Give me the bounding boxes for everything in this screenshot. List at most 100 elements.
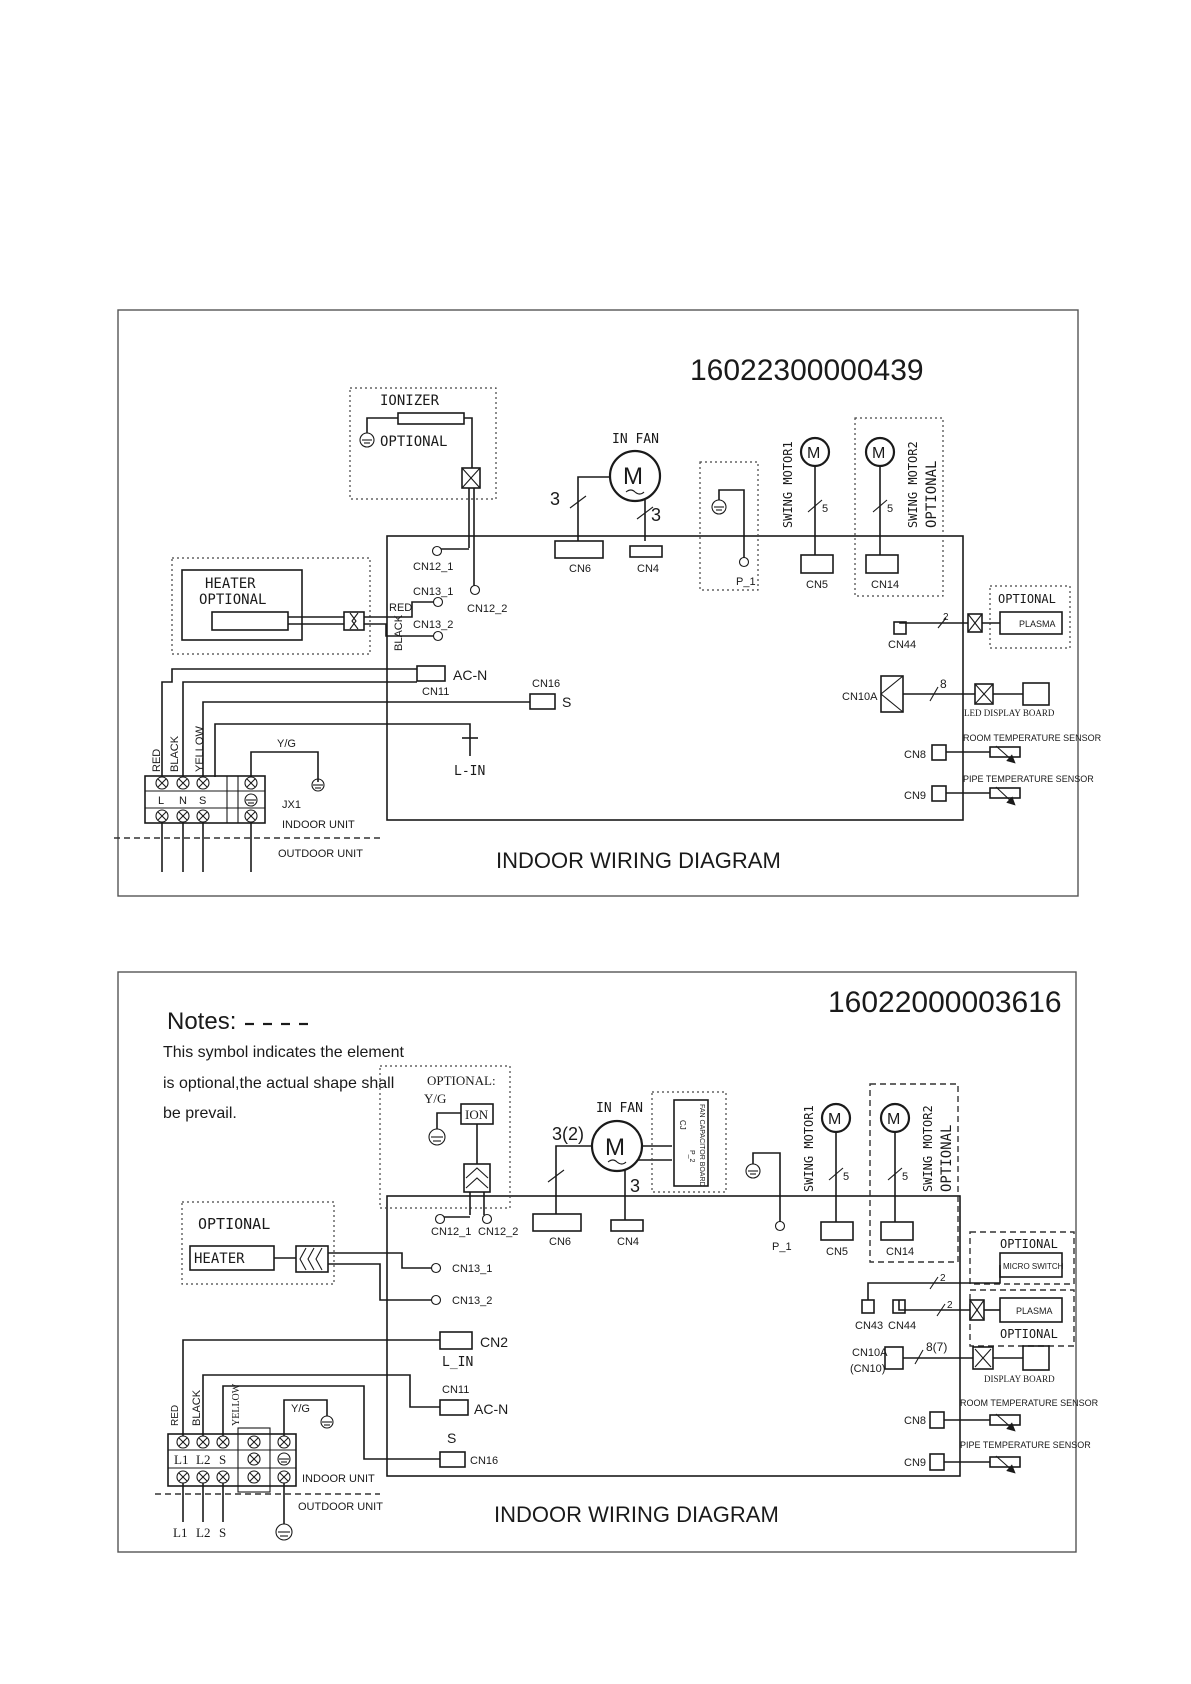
outdoor-l2: L2 xyxy=(196,1525,210,1540)
room-sensor-label: ROOM TEMPERATURE SENSOR xyxy=(960,1398,1099,1408)
terminal-s: S xyxy=(219,1452,226,1467)
svg-text:CJ: CJ xyxy=(678,1120,687,1130)
notes-line-2: is optional,the actual shape shall xyxy=(163,1075,394,1092)
diagram-1-frame xyxy=(117,309,1079,897)
cn12-2-label: CN12_2 xyxy=(478,1226,518,1238)
fan-wire-count-left: 3(2) xyxy=(552,1124,584,1144)
ionizer-label: IONIZER xyxy=(380,393,440,409)
pcb-board-2 xyxy=(386,1195,961,1477)
notes-line-3: be prevail. xyxy=(163,1105,237,1122)
swing-motor-2-group: M 5 SWING MOTOR2 OPTIONAL CN14 xyxy=(869,1083,959,1263)
svg-text:8(7): 8(7) xyxy=(926,1340,947,1354)
terminal-l1: L1 xyxy=(174,1452,188,1467)
diagram-2-frame xyxy=(117,971,1077,1553)
cn11-label: CN11 xyxy=(442,1384,469,1396)
ground-icon xyxy=(275,1523,293,1541)
diagram-1-title: INDOOR WIRING DIAGRAM xyxy=(496,848,781,873)
wire-red-label: RED xyxy=(389,602,412,614)
cn14-label: CN14 xyxy=(886,1246,914,1258)
wire-yellow-label: YELLOW xyxy=(194,726,206,772)
swing-optional-label: OPTIONAL xyxy=(939,1125,955,1192)
ground-icon xyxy=(320,1415,334,1429)
cn4-connector xyxy=(610,1219,644,1232)
ion-yg-label: Y/G xyxy=(424,1091,446,1106)
cn11-label: CN11 xyxy=(422,686,449,698)
heater-connector xyxy=(343,611,365,631)
cn4-connector xyxy=(629,545,663,558)
swing-motor-1-group: M 5 SWING MOTOR1 CN5 xyxy=(802,1102,854,1258)
cn16-connector xyxy=(529,693,556,710)
diagram-2-title: INDOOR WIRING DIAGRAM xyxy=(494,1502,779,1527)
in-fan-label: IN FAN xyxy=(596,1101,643,1116)
plasma-optional-label: OPTIONAL xyxy=(1000,1327,1058,1341)
heater-label: HEATER xyxy=(205,576,256,592)
svg-text:5: 5 xyxy=(843,1171,849,1183)
cn5-label: CN5 xyxy=(826,1246,848,1258)
cn43-label: CN43 xyxy=(855,1320,883,1332)
terminal-n: N xyxy=(179,795,187,807)
diagram-2-code: 16022000003616 xyxy=(828,986,1062,1019)
ground-icon xyxy=(311,778,325,792)
outdoor-s: S xyxy=(219,1525,226,1540)
fan-wire-count-right: 3 xyxy=(651,505,661,525)
swing-motor1-label: SWING MOTOR1 xyxy=(802,1105,816,1192)
cn13-1-label: CN13_1 xyxy=(413,586,453,598)
in-fan-motor-1: IN FAN M 3 3 xyxy=(550,432,662,541)
cn11-connector xyxy=(439,1399,469,1416)
micro-switch-group: OPTIONAL MICRO SWITCH xyxy=(969,1231,1075,1285)
notes-line-1: This symbol indicates the element xyxy=(163,1044,405,1061)
svg-text:5: 5 xyxy=(887,503,893,515)
swing-motor-1-group: M 5 SWING MOTOR1 CN5 xyxy=(781,436,834,591)
wire-red-label: RED xyxy=(170,1405,181,1426)
cn11-connector xyxy=(416,665,446,682)
cn4-label: CN4 xyxy=(637,563,659,575)
wire-black-label: BLACK xyxy=(393,614,405,651)
cn44-label: CN44 xyxy=(888,639,916,651)
ground-icon xyxy=(244,793,258,807)
notes-title: Notes: xyxy=(167,1008,236,1035)
wire-red-label: RED xyxy=(151,749,163,772)
display-board-label: DISPLAY BOARD xyxy=(984,1374,1055,1384)
wire-black-label: BLACK xyxy=(191,1389,203,1426)
s-label: S xyxy=(562,694,571,710)
pipe-sensor-label: PIPE TEMPERATURE SENSOR xyxy=(963,774,1094,784)
cn10-label: (CN10) xyxy=(850,1363,885,1375)
ion-label: ION xyxy=(465,1107,489,1122)
cn2-connector xyxy=(439,1331,473,1350)
cn10a-label: CN10A xyxy=(842,691,878,703)
svg-text:M: M xyxy=(887,1111,900,1128)
swing-optional-label: OPTIONAL xyxy=(924,461,940,528)
s-label: S xyxy=(447,1430,456,1446)
cn10a-label: CN10A xyxy=(852,1347,888,1359)
l-in-label: L-IN xyxy=(454,764,485,779)
plasma-group-1: OPTIONAL PLASMA xyxy=(967,585,1071,649)
outdoor-unit-label: OUTDOOR UNIT xyxy=(298,1501,383,1513)
yg-label: Y/G xyxy=(277,738,296,750)
cn6-connector xyxy=(554,540,604,559)
svg-text:P_2: P_2 xyxy=(688,1150,695,1163)
svg-text:2: 2 xyxy=(947,1300,953,1311)
micro-switch-label: MICRO SWITCH xyxy=(1003,1262,1064,1271)
cn16-connector xyxy=(439,1451,466,1468)
indoor-unit-label: INDOOR UNIT xyxy=(302,1473,375,1485)
cn16-label: CN16 xyxy=(532,678,560,690)
wire-yellow-label: YELLOW xyxy=(231,1383,242,1426)
svg-text:8: 8 xyxy=(940,677,947,691)
cn4-label: CN4 xyxy=(617,1236,639,1248)
cn2-label: CN2 xyxy=(480,1334,508,1350)
pcb-board-1 xyxy=(386,535,964,821)
terminal-s: S xyxy=(199,795,206,807)
p1-label: P_1 xyxy=(772,1241,792,1253)
ion-optional-label: OPTIONAL: xyxy=(427,1073,496,1088)
plasma-label: PLASMA xyxy=(1016,1306,1053,1316)
fan-motor-m: M xyxy=(623,463,643,490)
fan-wire-count-left: 3 xyxy=(550,489,560,509)
svg-text:2: 2 xyxy=(940,1273,946,1284)
fan-capacitor-board: FAN CAPACITOR BOARD CJ P_2 xyxy=(651,1091,727,1193)
ionizer-group-1: IONIZER OPTIONAL xyxy=(349,387,497,586)
wire-black-label: BLACK xyxy=(169,735,181,772)
heater-label: HEATER xyxy=(194,1251,245,1267)
cn12-1-label: CN12_1 xyxy=(431,1226,471,1238)
plasma-group-2: PLASMA OPTIONAL xyxy=(969,1289,1075,1347)
diagram-1-code: 16022300000439 xyxy=(690,354,924,387)
